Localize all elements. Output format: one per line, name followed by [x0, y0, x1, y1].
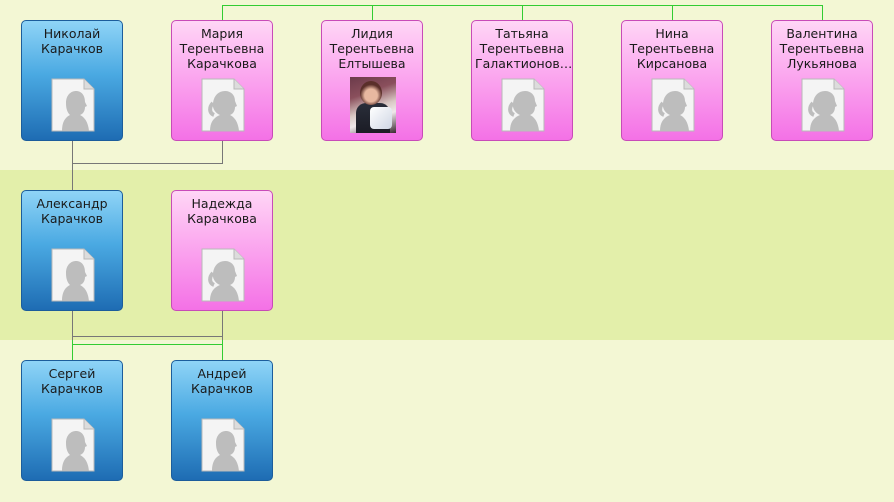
male-silhouette-icon	[51, 78, 95, 132]
generation-band-3	[0, 340, 894, 502]
female-silhouette-icon	[651, 78, 695, 132]
person-card-sergei[interactable]: Сергей Карачков	[21, 360, 123, 481]
male-silhouette-icon	[51, 418, 95, 472]
person-name: Лидия Терентьевна Елтышева	[329, 26, 415, 71]
person-name: Татьяна Терентьевна Галактионов…	[475, 26, 573, 71]
person-card-nikolai[interactable]: Николай Карачков	[21, 20, 123, 141]
person-name: Сергей Карачков	[40, 366, 104, 396]
person-name: Надежда Карачкова	[187, 196, 257, 226]
couple-connector-1	[72, 141, 223, 190]
female-silhouette-icon	[201, 78, 245, 132]
person-card-nina[interactable]: Нина Терентьевна Кирсанова	[621, 20, 723, 141]
person-card-nadezhda[interactable]: Надежда Карачкова	[171, 190, 273, 311]
female-silhouette-icon	[201, 248, 245, 302]
couple-connector-2	[72, 311, 223, 340]
male-silhouette-icon	[51, 248, 95, 302]
male-silhouette-icon	[201, 418, 245, 472]
person-photo	[350, 77, 396, 133]
person-name: Нина Терентьевна Кирсанова	[629, 26, 715, 71]
generation-band-1	[0, 0, 894, 170]
female-silhouette-icon	[801, 78, 845, 132]
children-connector	[72, 340, 223, 360]
person-name: Андрей Карачков	[190, 366, 254, 396]
person-name: Александр Карачков	[36, 196, 108, 226]
person-card-lidia[interactable]: Лидия Терентьевна Елтышева	[321, 20, 423, 141]
sibling-connector	[222, 5, 823, 20]
person-card-andrei[interactable]: Андрей Карачков	[171, 360, 273, 481]
person-name: Валентина Терентьевна Лукьянова	[779, 26, 865, 71]
person-card-alexandr[interactable]: Александр Карачков	[21, 190, 123, 311]
person-card-maria[interactable]: Мария Терентьевна Карачкова	[171, 20, 273, 141]
person-name: Николай Карачков	[40, 26, 104, 56]
female-silhouette-icon	[501, 78, 545, 132]
person-name: Мария Терентьевна Карачкова	[179, 26, 265, 71]
person-card-tatyana[interactable]: Татьяна Терентьевна Галактионов…	[471, 20, 573, 141]
generation-band-2	[0, 170, 894, 340]
person-card-valentina[interactable]: Валентина Терентьевна Лукьянова	[771, 20, 873, 141]
